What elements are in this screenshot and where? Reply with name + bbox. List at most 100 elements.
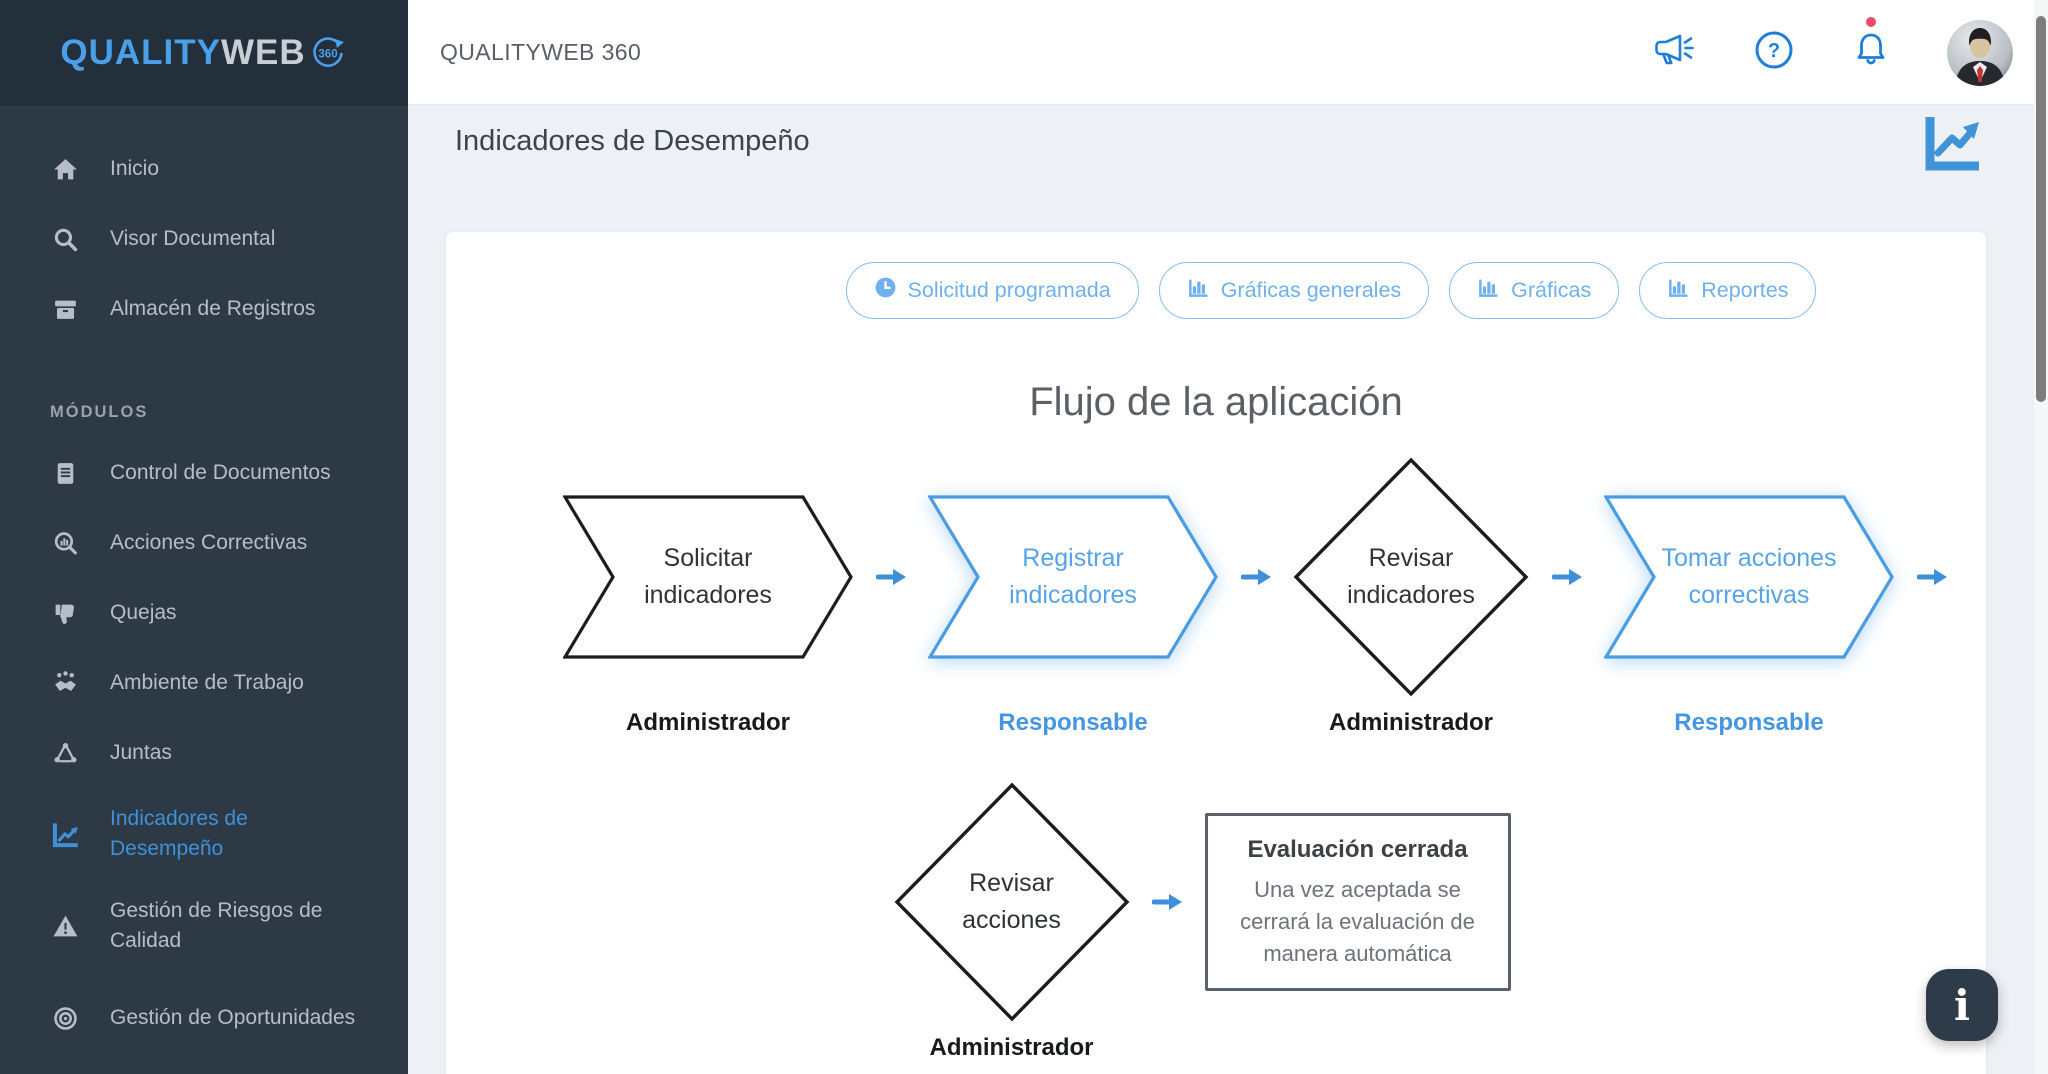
flow-step-evaluacion-cerrada: Evaluación cerrada Una vez aceptada se c… <box>1204 782 1511 991</box>
svg-text:360: 360 <box>318 49 337 61</box>
question-circle-icon: ? <box>1753 29 1795 76</box>
note-title: Evaluación cerrada <box>1247 836 1468 863</box>
sidebar-item-label: Indicadores de Desempeño <box>110 806 248 860</box>
search-icon <box>50 224 80 254</box>
sidebar-item-control-documentos[interactable]: Control de Documentos <box>0 438 408 508</box>
sidebar-item-acciones-correctivas[interactable]: Acciones Correctivas <box>0 508 408 578</box>
sidebar-item-gestion-riesgos[interactable]: Gestión de Riesgos de Calidad <box>0 880 408 972</box>
sidebar-item-label: Acciones Correctivas <box>110 530 308 554</box>
flow-step-role: Administrador <box>1328 709 1493 736</box>
sidebar-item-quejas[interactable]: Quejas <box>0 578 408 648</box>
target-icon <box>50 1003 80 1033</box>
archive-box-icon <box>50 294 80 324</box>
sidebar-item-inicio[interactable]: Inicio <box>0 134 408 204</box>
info-icon: i <box>1954 980 1970 1030</box>
flow-step-registrar: Registrar indicadores Responsable <box>928 457 1218 737</box>
pill-label: Reportes <box>1701 278 1789 302</box>
sidebar-item-almacen-registros[interactable]: Almacén de Registros <box>0 274 408 344</box>
sidebar-item-label: Ambiente de Trabajo <box>110 670 304 694</box>
sidebar-item-label: Almacén de Registros <box>110 296 316 320</box>
toolbar: Solicitud programada Gráficas generales … <box>561 262 2048 319</box>
diamond-shape <box>1293 457 1529 697</box>
flow-row-1: Solicitar indicadores Administrador Regi… <box>496 457 2036 737</box>
handshake-people-icon <box>50 668 80 698</box>
flow-step-revisar-indicadores: Revisar indicadores Administrador <box>1293 457 1529 737</box>
sidebar-section-modulos: MÓDULOS <box>50 402 149 421</box>
svg-text:?: ? <box>1768 40 1780 62</box>
sidebar-item-label: Juntas <box>110 740 172 764</box>
sidebar-item-gestion-oportunidades[interactable]: Gestión de Oportunidades <box>0 972 408 1064</box>
main-content: Indicadores de Desempeño Solicitud progr… <box>408 105 2048 1074</box>
chevron-shape <box>563 495 853 659</box>
bar-chart-icon <box>1667 276 1690 305</box>
flow-row-2: Revisar acciones Administrador Evaluació… <box>432 782 1972 1062</box>
app-title: QUALITYWEB 360 <box>440 39 642 65</box>
graficas-button[interactable]: Gráficas <box>1449 262 1620 319</box>
announcements-button[interactable] <box>1651 29 1697 76</box>
notifications-button[interactable] <box>1851 17 1891 76</box>
notification-dot <box>1866 17 1876 27</box>
chevron-shape <box>1604 495 1894 659</box>
logo[interactable]: QUALITYWEB 360 <box>0 0 408 106</box>
page-title: Indicadores de Desempeño <box>455 125 810 157</box>
performance-chart-icon[interactable] <box>1921 111 1985 180</box>
sidebar-nav: Inicio Visor Documental Almacén de Regis… <box>0 106 408 1064</box>
flow-arrow <box>1218 457 1293 697</box>
sidebar-item-ambiente-trabajo[interactable]: Ambiente de Trabajo <box>0 648 408 718</box>
sidebar-item-label: Visor Documental <box>110 226 276 250</box>
people-network-icon <box>50 738 80 768</box>
flow-step-solicitar: Solicitar indicadores Administrador <box>563 457 853 737</box>
scrollbar-thumb[interactable] <box>2036 16 2046 402</box>
sidebar-item-juntas[interactable]: Juntas <box>0 718 408 788</box>
warning-triangle-icon <box>50 911 80 941</box>
info-button[interactable]: i <box>1926 969 1998 1041</box>
sidebar-item-label: Control de Documentos <box>110 460 331 484</box>
sidebar-item-label: Inicio <box>110 156 160 180</box>
topbar-actions: ? <box>1651 0 2013 105</box>
flow-step-role: Administrador <box>929 1034 1094 1061</box>
help-button[interactable]: ? <box>1753 29 1795 76</box>
flow-step-role: Responsable <box>1674 709 1824 736</box>
pill-label: Gráficas <box>1511 278 1592 302</box>
sidebar-item-label: Quejas <box>110 600 177 624</box>
solicitud-programada-button[interactable]: Solicitud programada <box>845 262 1139 319</box>
flow-step-role: Responsable <box>998 709 1148 736</box>
content-card: Solicitud programada Gráficas generales … <box>446 232 1986 1074</box>
topbar: QUALITYWEB 360 ? <box>408 0 2048 105</box>
pill-label: Gráficas generales <box>1220 278 1402 302</box>
bar-chart-icon <box>1187 276 1210 305</box>
chart-line-icon <box>50 819 80 849</box>
flow-step-revisar-acciones: Revisar acciones Administrador <box>894 782 1130 1062</box>
note-box: Evaluación cerrada Una vez aceptada se c… <box>1204 813 1511 991</box>
flow-arrow <box>1130 782 1205 1022</box>
flow-step-role: Administrador <box>625 709 790 736</box>
note-body: Una vez aceptada se cerrará la evaluació… <box>1240 877 1475 966</box>
sidebar: QUALITYWEB 360 Inicio Visor Documental A… <box>0 0 408 1074</box>
chevron-shape <box>928 495 1218 659</box>
bell-icon <box>1851 29 1891 76</box>
megaphone-icon <box>1651 29 1697 76</box>
flow-arrow <box>1529 457 1604 697</box>
diamond-shape <box>894 782 1129 1022</box>
sidebar-item-indicadores-desempeno[interactable]: Indicadores de Desempeño <box>0 788 408 880</box>
logo-text: QUALITYWEB <box>60 33 305 73</box>
magnifier-chart-icon <box>50 528 80 558</box>
reportes-button[interactable]: Reportes <box>1639 262 1817 319</box>
logo-360-icon: 360 <box>308 33 348 73</box>
sidebar-item-visor-documental[interactable]: Visor Documental <box>0 204 408 274</box>
page-scrollbar <box>2034 0 2048 1074</box>
graficas-generales-button[interactable]: Gráficas generales <box>1158 262 1430 319</box>
bar-chart-icon <box>1477 276 1500 305</box>
document-icon <box>50 458 80 488</box>
clock-icon <box>874 276 897 305</box>
sidebar-item-label: Gestión de Riesgos de Calidad <box>110 898 323 952</box>
sidebar-item-label: Gestión de Oportunidades <box>110 1005 356 1029</box>
user-avatar[interactable] <box>1947 19 2013 86</box>
flow-arrow <box>1894 457 1969 697</box>
thumbs-down-icon <box>50 598 80 628</box>
logo-web: WEB <box>220 33 306 72</box>
flow-title: Flujo de la aplicación <box>1029 380 1403 424</box>
pill-label: Solicitud programada <box>907 278 1111 302</box>
flow-arrow <box>853 457 928 697</box>
flow-step-tomar-acciones: Tomar acciones correctivas Responsable <box>1604 457 1894 737</box>
